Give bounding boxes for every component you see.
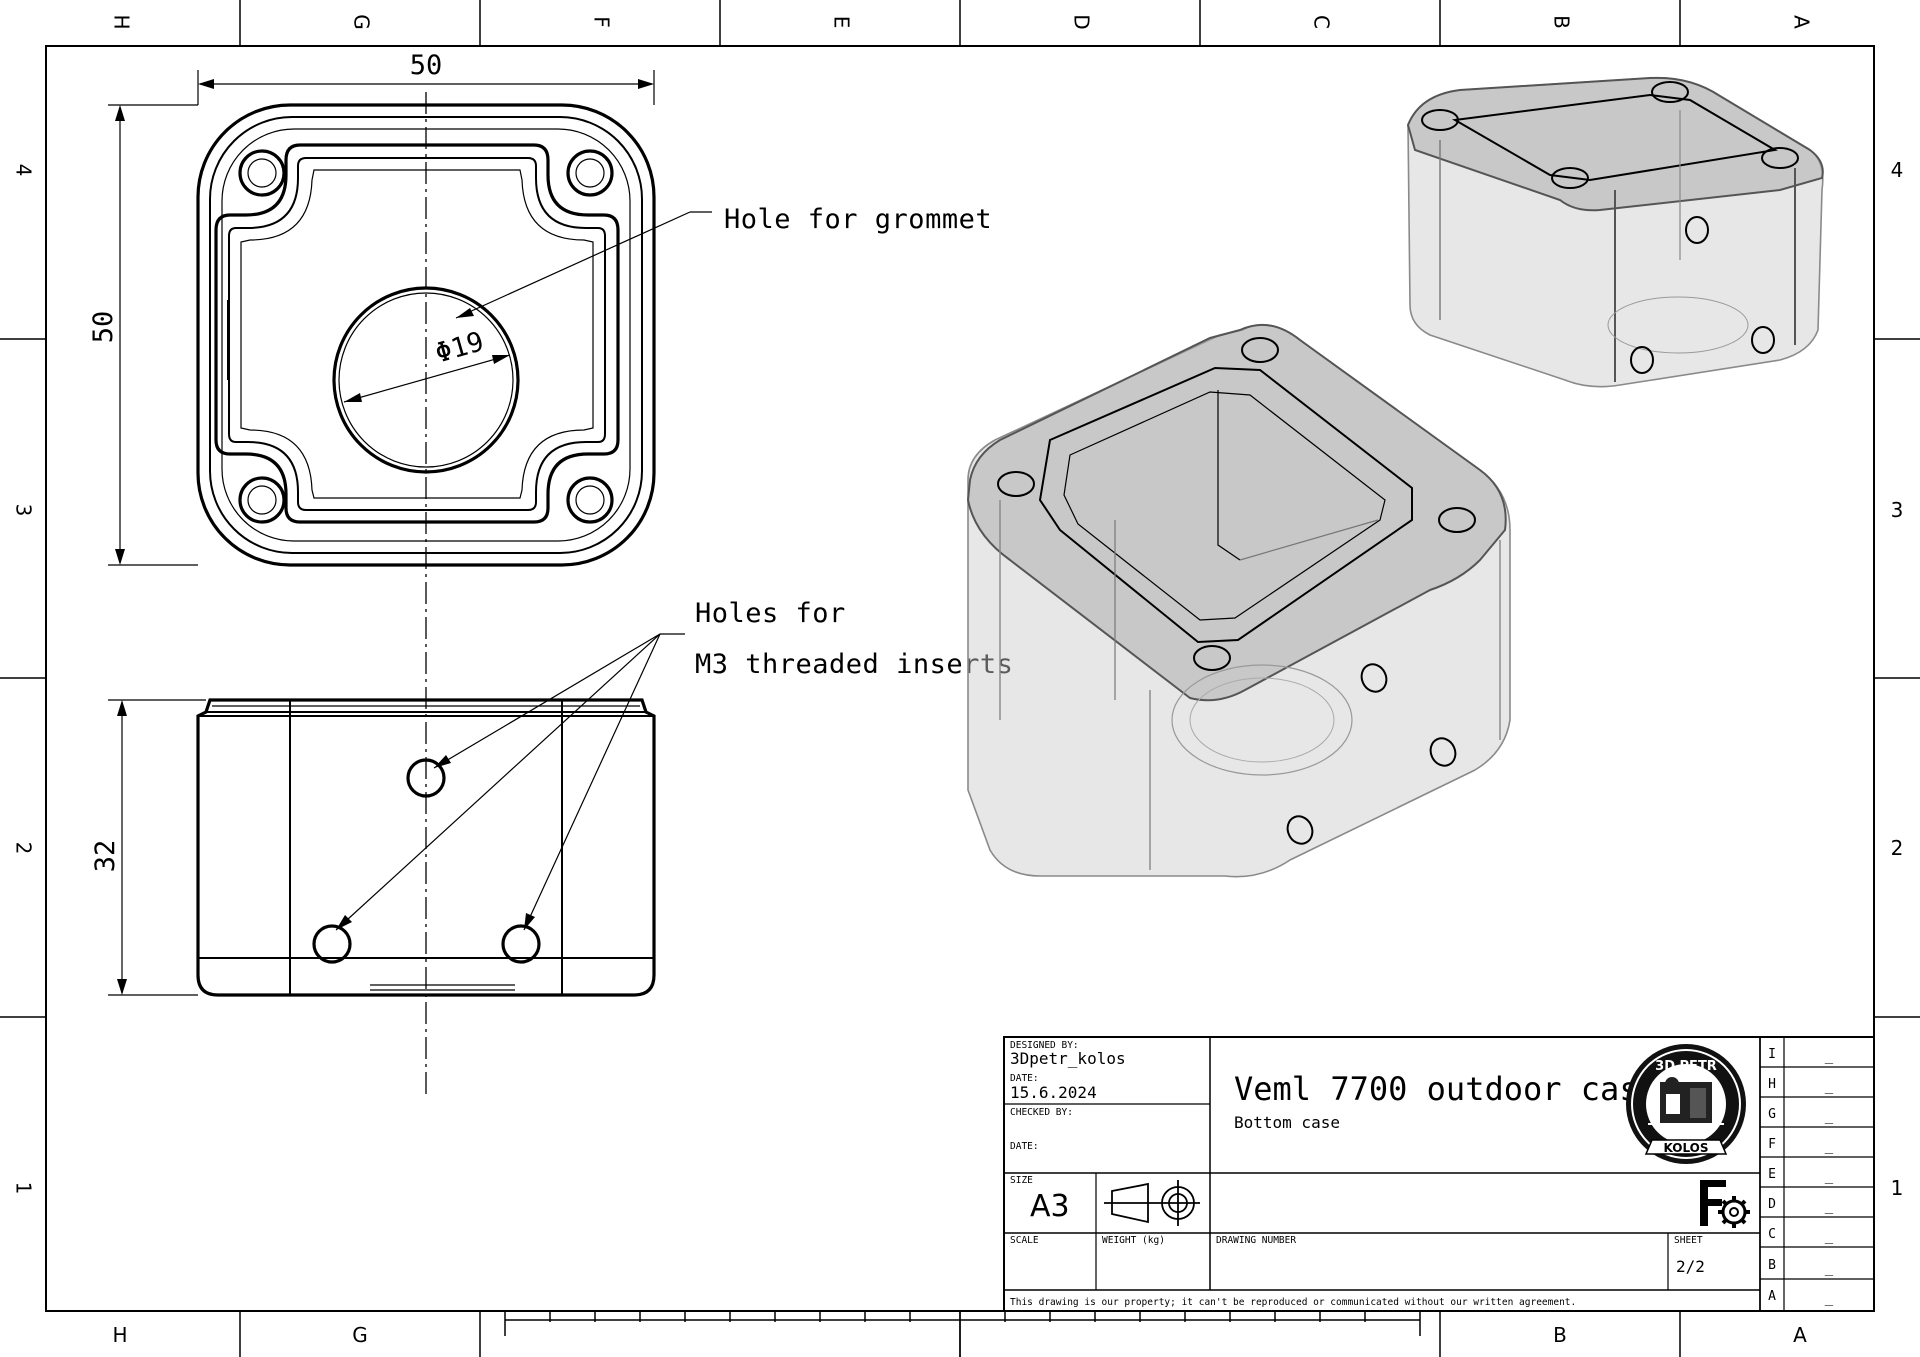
zone-col-top: B — [1550, 15, 1574, 29]
zone-row-right: 1 — [1891, 1176, 1904, 1200]
sheet-value: 2/2 — [1676, 1257, 1705, 1276]
top-view-pocket — [214, 143, 620, 524]
corner-hole — [238, 149, 286, 197]
grommet-note: Hole for grommet — [724, 204, 992, 235]
revision-value: _ — [1825, 1108, 1834, 1124]
insert-hole — [312, 924, 352, 964]
inserts-leader: Holes for M3 threaded inserts — [335, 598, 1013, 931]
zone-row-left: 1 — [12, 1182, 36, 1195]
size-value: A3 — [1030, 1189, 1070, 1224]
checked-date-label: DATE: — [1010, 1141, 1039, 1152]
zone-row-right: 4 — [1891, 158, 1904, 182]
dim-side-height: 32 — [90, 699, 206, 996]
zone-col-top: E — [830, 16, 854, 29]
zone-row-right: 3 — [1891, 498, 1904, 522]
grommet-leader: Hole for grommet — [455, 204, 992, 319]
revision-letter: F — [1768, 1137, 1776, 1152]
dim-top-height: 50 — [88, 104, 198, 566]
revision-value: _ — [1825, 1168, 1834, 1184]
drawing-title: Veml 7700 outdoor case — [1234, 1070, 1658, 1108]
zone-col-bottom: B — [1553, 1323, 1567, 1347]
title-block: DESIGNED BY: 3Dpetr_kolos DATE: 15.6.202… — [1003, 1036, 1875, 1312]
insert-hole — [406, 758, 446, 798]
revision-letter: I — [1768, 1047, 1776, 1062]
zone-columns-top: H G F E D C B A — [110, 14, 1814, 30]
dim-top-width: 50 — [197, 50, 655, 105]
designed-by-value: 3Dpetr_kolos — [1010, 1049, 1126, 1068]
zone-col-bottom: G — [352, 1323, 368, 1347]
zone-col-bottom: A — [1793, 1323, 1807, 1347]
revision-table: I H G F E D C B A _ _ _ _ _ _ _ _ _ — [1759, 1037, 1874, 1311]
zone-col-top: D — [1070, 14, 1094, 29]
revision-letter: D — [1768, 1197, 1776, 1212]
logo-banner — [1644, 1139, 1728, 1155]
zone-col-bottom: H — [112, 1323, 127, 1347]
scale-ruler — [504, 1311, 1421, 1357]
dim-side-label: 32 — [90, 840, 121, 873]
revision-value: _ — [1825, 1290, 1834, 1306]
zone-row-left: 2 — [12, 842, 36, 855]
zone-col-top: C — [1310, 15, 1334, 29]
revision-letter: A — [1768, 1289, 1776, 1304]
zone-col-top: F — [590, 16, 614, 28]
date-label: DATE: — [1010, 1073, 1039, 1084]
size-label: SIZE — [1010, 1175, 1033, 1186]
projection-symbol-icon — [1104, 1180, 1200, 1226]
dim-width-label: 50 — [410, 50, 443, 81]
freecad-logo-icon — [1700, 1180, 1750, 1228]
zone-row-left: 3 — [12, 504, 36, 517]
date-value: 15.6.2024 — [1010, 1083, 1097, 1102]
zone-col-top: G — [350, 14, 374, 30]
designed-by-label: DESIGNED BY: — [1010, 1040, 1079, 1051]
dim-diameter-label: Φ19 — [432, 326, 487, 369]
drawing-subtitle: Bottom case — [1234, 1113, 1340, 1132]
revision-value: _ — [1825, 1078, 1834, 1094]
revision-value: _ — [1825, 1138, 1834, 1154]
dim-height-label: 50 — [88, 311, 119, 344]
checked-by-label: CHECKED BY: — [1010, 1107, 1073, 1118]
revision-letter: C — [1768, 1227, 1776, 1242]
revision-letter: G — [1768, 1107, 1776, 1122]
drawing-number-label: DRAWING NUMBER — [1216, 1235, 1296, 1246]
revision-value: _ — [1825, 1198, 1834, 1214]
side-view-outline — [196, 698, 656, 997]
revision-letter: B — [1768, 1258, 1776, 1273]
revision-value: _ — [1825, 1260, 1834, 1276]
zone-columns-bottom: H G B A — [112, 1323, 1807, 1347]
revision-letter: H — [1768, 1077, 1776, 1092]
iso-view-large — [966, 323, 1511, 878]
sheet-label: SHEET — [1674, 1235, 1703, 1246]
weight-label: WEIGHT (kg) — [1102, 1235, 1165, 1246]
zone-row-left: 4 — [12, 164, 36, 177]
revision-value: _ — [1825, 1228, 1834, 1244]
zone-rows: 4 3 2 1 4 3 2 1 — [12, 158, 1904, 1200]
logo-text-bottom: KOLOS — [1663, 1141, 1708, 1155]
revision-letter: E — [1768, 1167, 1776, 1182]
disclaimer: This drawing is our property; it can't b… — [1010, 1297, 1576, 1308]
3dpetr-kolos-logo-icon: 3D PETR KOLOS — [1626, 1044, 1746, 1164]
revision-value: _ — [1825, 1048, 1834, 1064]
inserts-note-1: Holes for — [695, 598, 846, 629]
zone-row-right: 2 — [1891, 836, 1904, 860]
iso-view-small — [1406, 76, 1824, 388]
dim-diameter: Φ19 — [343, 326, 511, 403]
inserts-note-2: M3 threaded inserts — [695, 649, 1013, 680]
zone-col-top: H — [110, 14, 134, 29]
logo-text-top: 3D PETR — [1655, 1059, 1717, 1074]
scale-label: SCALE — [1010, 1235, 1039, 1246]
corner-hole — [566, 149, 614, 197]
zone-col-top: A — [1790, 15, 1814, 29]
insert-hole — [501, 924, 541, 964]
corner-hole — [566, 476, 614, 524]
side-view — [196, 698, 656, 997]
corner-hole — [238, 476, 286, 524]
